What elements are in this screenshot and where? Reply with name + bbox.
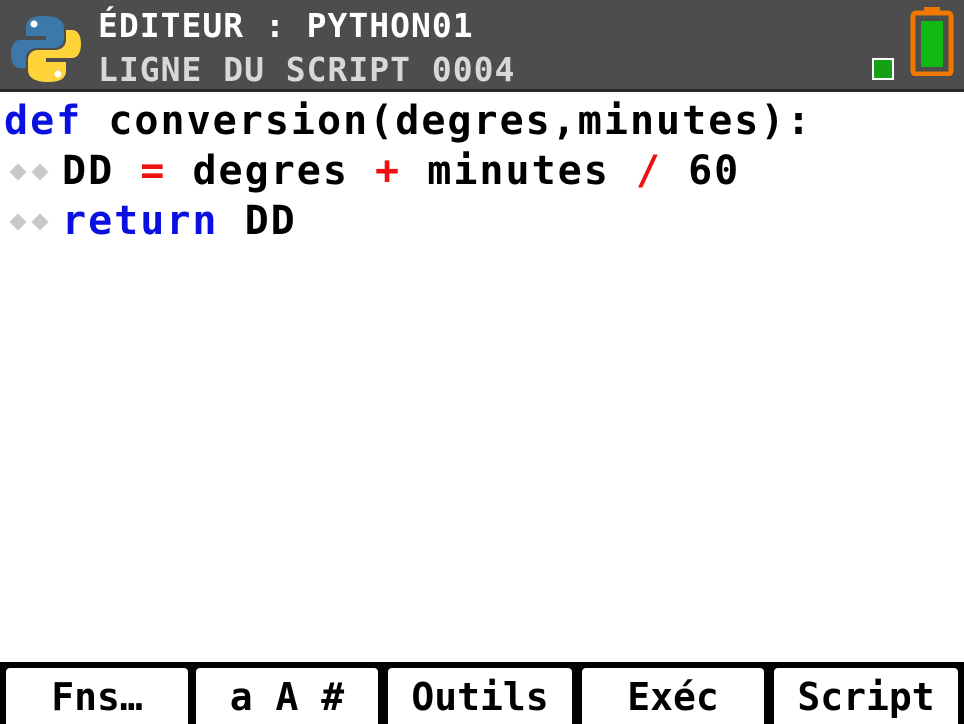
battery-icon	[910, 7, 954, 76]
keyword-def: def	[4, 98, 83, 144]
softkey-menu: Fns… a A # Outils Exéc Script	[0, 662, 964, 724]
run-softkey[interactable]: Exéc	[582, 668, 764, 724]
number-literal: 60	[688, 148, 741, 194]
status-indicator	[872, 58, 894, 80]
operator-divide: /	[635, 148, 662, 194]
return-value: DD	[218, 198, 297, 244]
variable-dd: DD	[62, 148, 115, 194]
variable-degres: degres	[192, 148, 349, 194]
function-signature: conversion(degres,minutes):	[82, 98, 813, 144]
fns-softkey[interactable]: Fns…	[6, 668, 188, 724]
code-editor[interactable]: def conversion(degres,minutes): DD = deg…	[0, 96, 964, 662]
indent-marker	[4, 196, 62, 246]
code-line[interactable]: def conversion(degres,minutes):	[4, 96, 813, 146]
variable-minutes: minutes	[427, 148, 610, 194]
code-line[interactable]: DD = degres + minutes / 60	[4, 146, 740, 196]
editor-title: ÉDITEUR : PYTHON01	[98, 6, 474, 45]
indent-marker	[4, 146, 62, 196]
script-line-indicator: LIGNE DU SCRIPT 0004	[98, 50, 516, 89]
operator-assign: =	[140, 148, 167, 194]
script-softkey[interactable]: Script	[774, 668, 958, 724]
operator-plus: +	[375, 148, 402, 194]
title-bar: ÉDITEUR : PYTHON01 LIGNE DU SCRIPT 0004	[0, 0, 964, 92]
characters-softkey[interactable]: a A #	[196, 668, 378, 724]
python-logo-icon	[11, 16, 81, 82]
keyword-return: return	[62, 198, 219, 244]
tools-softkey[interactable]: Outils	[388, 668, 572, 724]
code-line[interactable]: return DD	[4, 196, 297, 246]
